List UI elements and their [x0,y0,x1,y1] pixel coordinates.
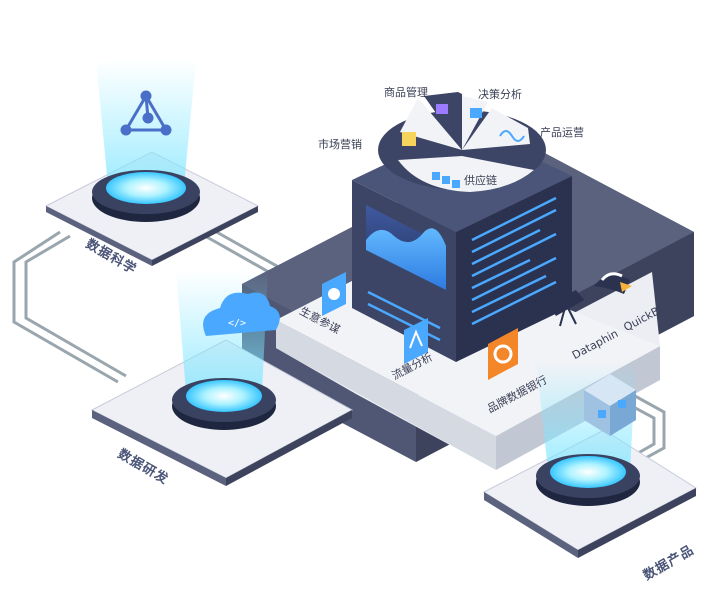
brand-logo-icon [488,328,518,380]
label-supply-chain: 供应链 [464,174,497,187]
pie-segment-commodity [424,92,462,150]
telescope-icon [548,290,584,327]
label-decision-analysis: 决策分析 [478,88,522,101]
label-product-ops: 产品运营 [540,126,584,139]
eagle-icon [594,272,632,294]
ops-wave-icon [499,130,525,142]
server-rack-lines [367,196,557,342]
pie-segment-market [400,98,462,150]
label-commodity-mgmt: 商品管理 [384,86,428,99]
glow-disc-science [92,170,200,222]
supply-blocks-icon [432,172,460,188]
document-icon [402,132,416,146]
cloud-icon: </> [203,292,280,336]
compass-icon [322,272,346,316]
svg-text:</>: </> [228,318,246,329]
pin-icon [404,318,428,364]
decision-icon [470,108,482,118]
commodity-icon [436,104,448,114]
wave-chart-icon [366,228,446,290]
glow-disc-dev [172,378,276,430]
business-pie-wheel [378,92,546,192]
cube-icon [584,374,636,436]
triangle-molecule-icon [120,90,172,136]
pie-segment-ops [462,108,530,150]
pie-segment-supply [398,156,534,192]
glow-disc-product [536,454,640,506]
label-market-sales: 市场营销 [318,138,362,151]
